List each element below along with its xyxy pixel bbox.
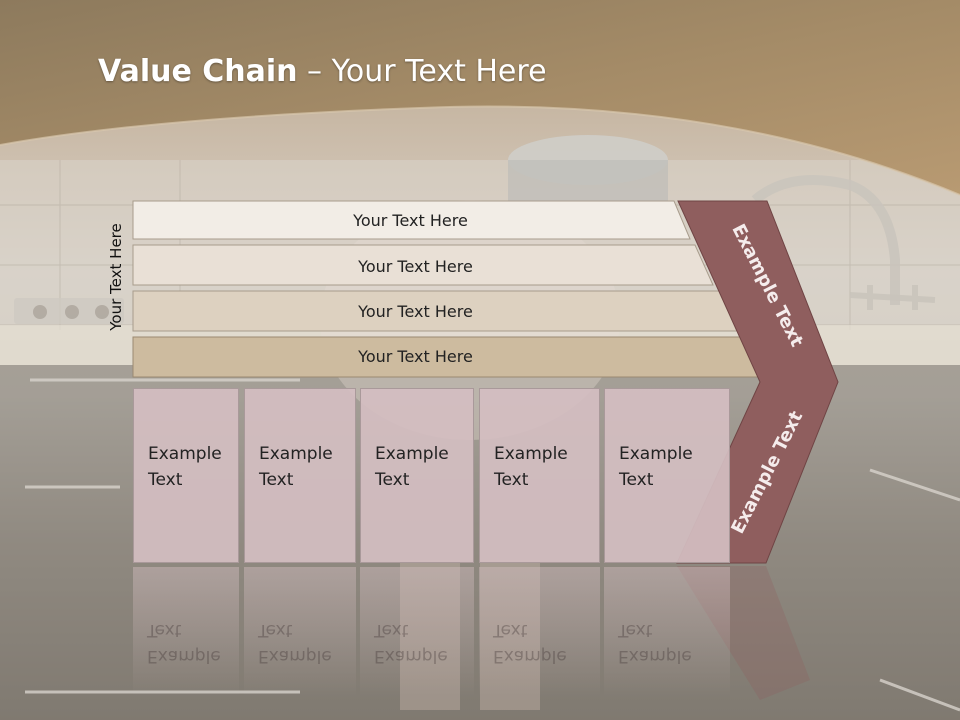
row-bar-1: [132, 200, 691, 240]
page-title: Value Chain – Your Text Here: [98, 54, 547, 89]
cell-label: Example Text: [619, 444, 693, 490]
chevron-arrow: [676, 200, 839, 564]
cell-reflection-2: Example Text: [244, 567, 356, 697]
cell-2: Example Text: [244, 388, 356, 563]
row-label-2: Your Text Here: [358, 256, 473, 276]
cell-1: Example Text: [133, 388, 239, 563]
cell-label: Example Text: [259, 444, 333, 490]
cell-label: Example Text: [494, 444, 568, 490]
row-bar-2: [132, 244, 714, 286]
cell-label: Example Text: [148, 444, 222, 490]
row-label-3: Your Text Here: [358, 301, 473, 321]
cell-reflection-label: Example Text: [258, 620, 332, 666]
cell-label: Example Text: [375, 444, 449, 490]
cell-4: Example Text: [479, 388, 600, 563]
cell-5: Example Text: [604, 388, 730, 563]
chevron-reflection: [677, 566, 810, 700]
cell-reflection-label: Example Text: [374, 620, 448, 666]
title-bold: Value Chain: [98, 54, 298, 89]
cell-3: Example Text: [360, 388, 474, 563]
cell-reflection-4: Example Text: [479, 567, 600, 697]
cell-reflection-label: Example Text: [618, 620, 692, 666]
cell-reflection-5: Example Text: [604, 567, 730, 697]
row-label-4: Your Text Here: [358, 346, 473, 366]
title-rest: – Your Text Here: [297, 54, 547, 89]
cell-reflection-3: Example Text: [360, 567, 474, 697]
row-label-1: Your Text Here: [353, 210, 468, 230]
header-band: [0, 0, 960, 196]
cell-reflection-label: Example Text: [493, 620, 567, 666]
cell-reflection-label: Example Text: [147, 620, 221, 666]
cell-reflection-1: Example Text: [133, 567, 239, 697]
